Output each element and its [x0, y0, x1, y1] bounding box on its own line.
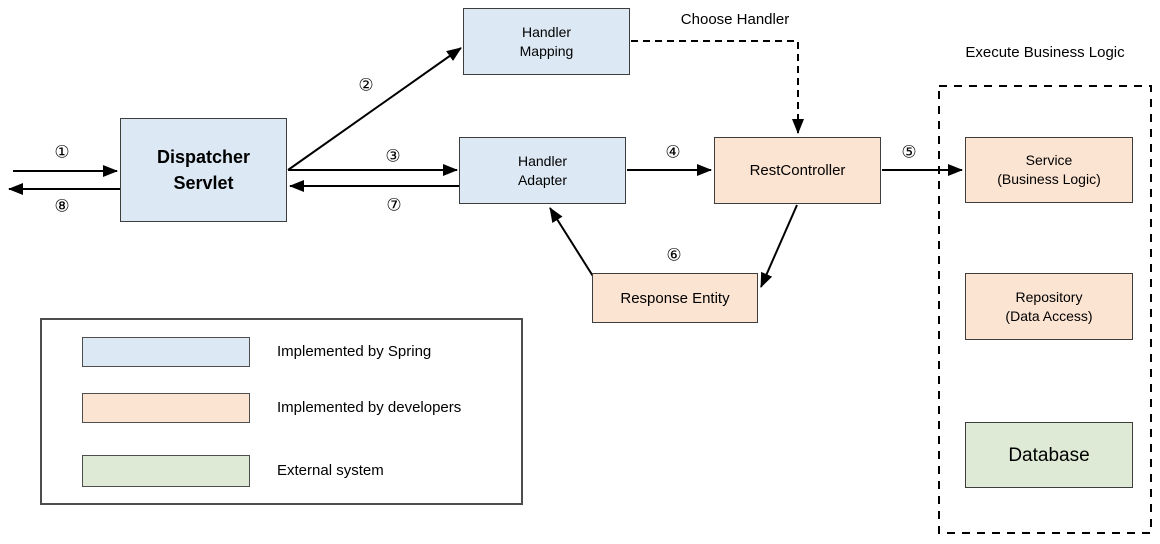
- service-label-line1: Service: [1025, 152, 1073, 168]
- repository-label-line2: (Data Access): [1005, 307, 1093, 324]
- handler-mapping-label-line2: Mapping: [519, 42, 574, 59]
- arrow-restcontroller-to-responseentity: [760, 204, 798, 288]
- service-node: Service (Business Logic): [965, 137, 1133, 203]
- choose-handler-connector: [631, 40, 804, 134]
- dispatcher-servlet-label-line1: Dispatcher: [156, 147, 251, 167]
- step-7-label: ⑦: [385, 195, 403, 216]
- database-node: Database: [965, 422, 1133, 488]
- legend-swatch-spring: [82, 337, 250, 367]
- arrow-responseentity-to-handleradapter: [549, 207, 597, 282]
- repository-label-line1: Repository: [1015, 288, 1083, 305]
- legend-label-external: External system: [277, 462, 384, 479]
- service-label-line2: (Business Logic): [997, 171, 1101, 187]
- handler-mapping-label-line1: Handler: [521, 23, 572, 40]
- rest-controller-node: RestController: [714, 137, 881, 204]
- dispatcher-servlet-node: Dispatcher Servlet: [120, 118, 287, 222]
- step-3-label: ③: [384, 146, 402, 167]
- handler-adapter-label-line2: Adapter: [517, 171, 568, 188]
- handler-adapter-label-line1: Handler: [517, 152, 568, 169]
- execute-business-logic-label: Execute Business Logic: [965, 44, 1125, 61]
- legend-box: Implemented by Spring Implemented by dev…: [40, 318, 523, 505]
- legend-swatch-external: [82, 455, 250, 487]
- step-4-label: ④: [664, 142, 682, 163]
- step-1-label: ①: [53, 142, 71, 163]
- arrow-step-2: [287, 47, 462, 171]
- step-8-label: ⑧: [53, 196, 71, 217]
- dispatcher-servlet-label-line2: Servlet: [173, 173, 234, 193]
- rest-controller-label: RestController: [749, 162, 846, 179]
- business-logic-boundary: [938, 85, 1152, 534]
- handler-adapter-node: Handler Adapter: [459, 137, 626, 204]
- legend-swatch-developers: [82, 393, 250, 423]
- database-label: Database: [1008, 444, 1090, 466]
- response-entity-label: Response Entity: [620, 289, 730, 307]
- repository-node: Repository (Data Access): [965, 273, 1133, 340]
- step-2-label: ②: [357, 75, 375, 96]
- step-6-label: ⑥: [665, 245, 683, 266]
- legend-label-developers: Implemented by developers: [277, 399, 462, 416]
- step-5-label: ⑤: [900, 142, 918, 163]
- response-entity-node: Response Entity: [592, 273, 758, 323]
- legend-label-spring: Implemented by Spring: [277, 343, 432, 360]
- choose-handler-label: Choose Handler: [680, 11, 790, 28]
- handler-mapping-node: Handler Mapping: [463, 8, 630, 75]
